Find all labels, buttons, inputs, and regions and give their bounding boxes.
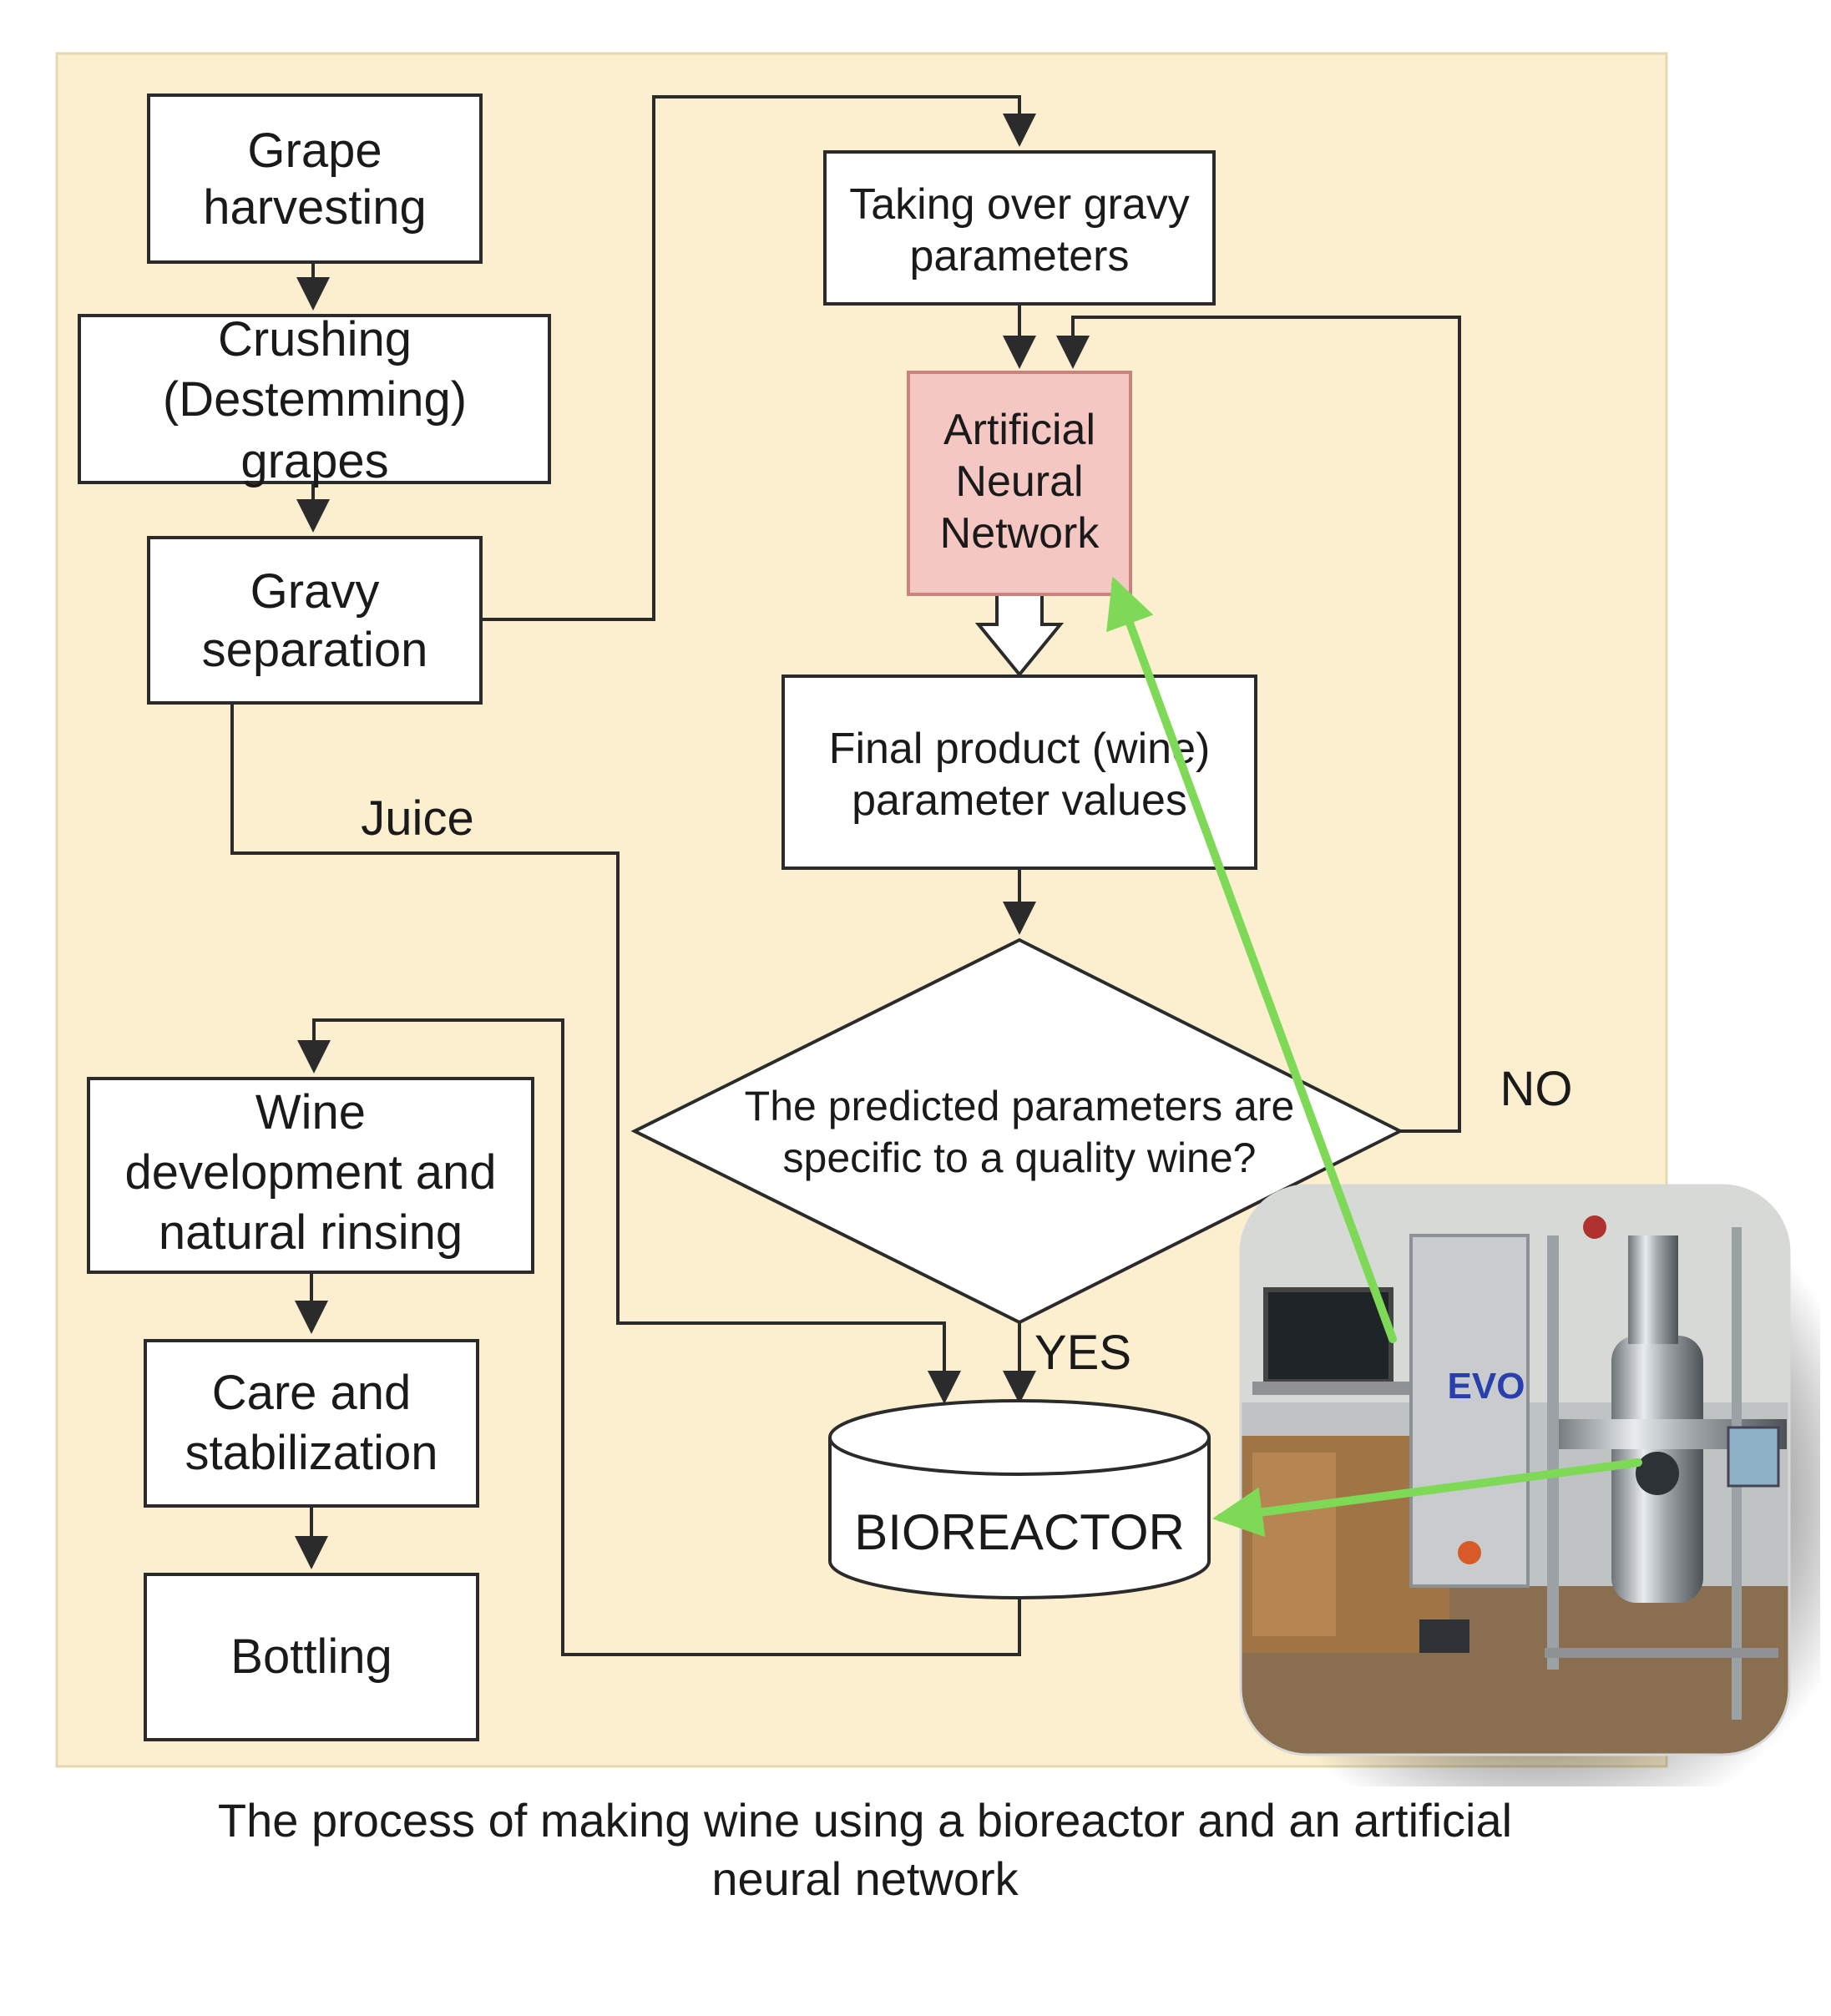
node-final-product-parameter-values: Final product (wine) parameter values: [781, 675, 1257, 870]
arrow-photo-to-ann: [1106, 576, 1397, 1343]
node-text: Taking over gravy: [849, 180, 1190, 229]
node-bioreactor: BIOREACTOR: [828, 1399, 1211, 1599]
connectors: [230, 95, 1461, 1656]
node-text: parameter values: [852, 776, 1187, 825]
node-text: Crushing: [218, 312, 412, 366]
node-text: development and: [125, 1145, 497, 1200]
node-text: Network: [940, 509, 1100, 558]
node-gravy-separation: Gravy separation: [147, 536, 483, 705]
node-text: harvesting: [203, 180, 427, 235]
edge-label-yes: YES: [1034, 1326, 1131, 1380]
figure-caption-line-1: The process of making wine using a biore…: [218, 1794, 1512, 1847]
connector-bioreactor-to-wine-development: [297, 1018, 1021, 1656]
node-text: Gravy: [250, 564, 380, 619]
edge-label-no: NO: [1500, 1062, 1573, 1116]
node-text: The predicted parameters are: [745, 1083, 1295, 1129]
connector-juice-to-bioreactor: [230, 703, 961, 1404]
node-text: stabilization: [185, 1426, 438, 1480]
highlight-arrows: [1106, 576, 1642, 1538]
node-text: (Destemming): [163, 372, 467, 427]
node-text: BIOREACTOR: [854, 1504, 1185, 1560]
laptop-icon: [1263, 1287, 1393, 1384]
connector-gravy-to-taking-over: [481, 95, 1036, 621]
node-text: specific to a quality wine?: [783, 1134, 1257, 1181]
node-text: Bottling: [230, 1629, 392, 1684]
node-text: Artificial: [943, 406, 1095, 454]
bioreactor-photo: EVO: [1239, 1184, 1820, 1786]
node-grape-harvesting: Grape harvesting: [147, 93, 483, 264]
node-text: Care and: [212, 1366, 412, 1420]
node-decision: The predicted parameters are specific to…: [630, 937, 1404, 1325]
node-wine-development: Wine development and natural rinsing: [87, 1077, 534, 1274]
node-bottling: Bottling: [144, 1573, 479, 1741]
hollow-arrow-icon: [974, 593, 1065, 678]
arrow-photo-to-bioreactor: [1212, 1458, 1642, 1538]
figure-caption-line-2: neural network: [711, 1852, 1019, 1905]
node-crushing: Crushing (Destemming) grapes: [78, 312, 551, 488]
node-text: grapes: [240, 434, 388, 488]
node-text: separation: [202, 623, 428, 677]
node-text: Grape: [247, 124, 382, 178]
photo-text-evo: EVO: [1448, 1366, 1525, 1407]
node-text: parameters: [910, 232, 1130, 280]
node-taking-over-gravy-parameters: Taking over gravy parameters: [823, 150, 1216, 306]
edge-label-juice: Juice: [361, 791, 473, 846]
node-text: natural rinsing: [159, 1205, 463, 1260]
node-text: Wine: [255, 1085, 366, 1139]
node-text: Neural: [955, 457, 1083, 506]
node-care-and-stabilization: Care and stabilization: [144, 1339, 479, 1508]
connector-no-loop: [1056, 316, 1461, 1133]
node-text: Final product (wine): [829, 725, 1211, 773]
node-artificial-neural-network: Artificial Neural Network: [907, 371, 1132, 596]
